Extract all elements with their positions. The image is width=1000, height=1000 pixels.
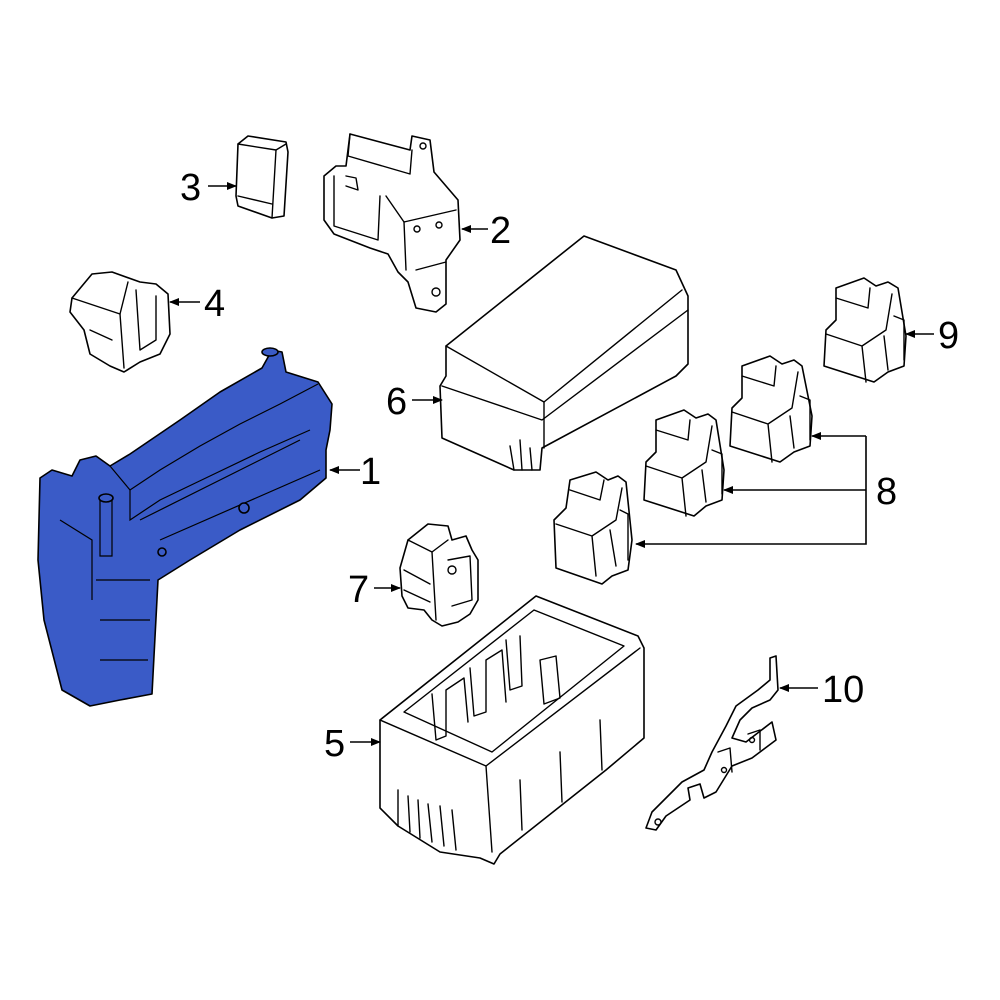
part-10-wire-bracket[interactable] [645, 655, 779, 831]
callout-3: 3 [180, 167, 201, 209]
callout-9: 9 [938, 315, 959, 357]
part-8-relay-holder-a[interactable] [553, 471, 633, 585]
callout-5: 5 [324, 723, 345, 765]
part-8-relay-holder-b[interactable] [643, 409, 725, 517]
part-8-relay-holder-c[interactable] [729, 355, 813, 463]
part-7-relay-bracket[interactable] [399, 523, 479, 627]
leader-lines [169, 182, 934, 746]
callout-8: 8 [876, 471, 897, 513]
part-4-cover-clip[interactable] [69, 271, 171, 373]
callout-2: 2 [490, 210, 511, 252]
callout-6: 6 [386, 381, 407, 423]
part-9-relay-holder[interactable] [823, 277, 907, 383]
leader-8a [635, 436, 867, 548]
part-2-bracket[interactable] [323, 133, 461, 313]
callout-7: 7 [348, 569, 369, 611]
part-3-relay[interactable] [235, 135, 289, 219]
callout-10: 10 [822, 669, 864, 711]
part-5-lower-tray[interactable] [379, 595, 645, 865]
part-6-fuse-box-cover[interactable] [439, 235, 689, 471]
part-1-fuse-box-housing[interactable] [37, 347, 333, 707]
callout-4: 4 [204, 283, 225, 325]
callout-labels: 1 2 3 4 5 6 7 8 9 10 [180, 167, 959, 765]
callout-1: 1 [360, 451, 381, 493]
